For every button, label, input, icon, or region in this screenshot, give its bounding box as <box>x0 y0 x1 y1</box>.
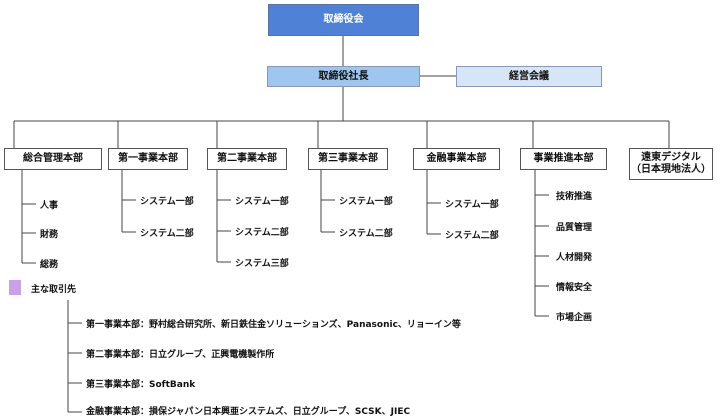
sub-unit: 品質管理 <box>556 223 593 233</box>
board-label: 取締役会 <box>323 14 364 25</box>
dept-label: 金融事業本部 <box>426 153 487 164</box>
sub-unit: 財務 <box>40 230 59 240</box>
sub-unit: 市場企画 <box>556 313 593 323</box>
dept-label-sub: （日本現地法人） <box>631 164 711 175</box>
dept-box-fareast-digital: 遠東デジタル （日本現地法人） <box>629 148 713 180</box>
president-label: 取締役社長 <box>318 70 369 82</box>
dept-label: 遠東デジタル <box>641 152 701 163</box>
sub-unit: システム二部 <box>235 228 289 238</box>
legend-swatch <box>9 280 21 295</box>
dept-box-first-business: 第一事業本部 <box>108 148 188 170</box>
management-council-label: 経営会議 <box>509 70 549 82</box>
dept-label: 第一事業本部 <box>118 153 178 164</box>
client-item: 第一事業本部：野村総合研究所、新日鉄住金ソリューションズ、Panasonic、リ… <box>86 320 461 330</box>
dept-box-finance-business: 金融事業本部 <box>413 148 500 170</box>
management-council-box: 経営会議 <box>456 66 602 87</box>
sub-unit: 総務 <box>40 260 59 270</box>
sub-unit: 技術推進 <box>556 192 593 202</box>
dept-box-business-promotion: 事業推進本部 <box>520 148 607 170</box>
dept-label: 第二事業本部 <box>217 153 277 164</box>
sub-unit: 人事 <box>40 201 59 211</box>
sub-unit: システム二部 <box>445 231 499 241</box>
client-item: 第二事業本部：日立グループ、正興電機製作所 <box>86 350 275 360</box>
board-box: 取締役会 <box>268 4 419 36</box>
dept-label: 総合管理本部 <box>23 153 83 164</box>
sub-unit: システム一部 <box>140 197 194 207</box>
sub-unit: システム一部 <box>235 197 289 207</box>
sub-unit: システム二部 <box>339 229 393 239</box>
sub-unit: システム一部 <box>339 197 393 207</box>
sub-unit: 情報安全 <box>556 283 593 293</box>
clients-title: 主な取引先 <box>31 285 77 295</box>
dept-label: 事業推進本部 <box>533 153 594 164</box>
dept-box-second-business: 第二事業本部 <box>207 148 287 170</box>
dept-box-third-business: 第三事業本部 <box>308 148 388 170</box>
dept-label: 第三事業本部 <box>318 153 378 164</box>
sub-unit: システム三部 <box>235 259 289 269</box>
president-box: 取締役社長 <box>267 66 420 87</box>
client-item: 金融事業本部：損保ジャパン日本興亜システムズ、日立グループ、SCSK、JIEC <box>86 407 411 417</box>
client-item: 第三事業本部：SoftBank <box>86 380 196 390</box>
sub-unit: 人材開発 <box>556 253 593 263</box>
sub-unit: システム二部 <box>140 229 194 239</box>
sub-unit: システム一部 <box>445 200 499 210</box>
dept-box-general-admin: 総合管理本部 <box>4 148 102 170</box>
